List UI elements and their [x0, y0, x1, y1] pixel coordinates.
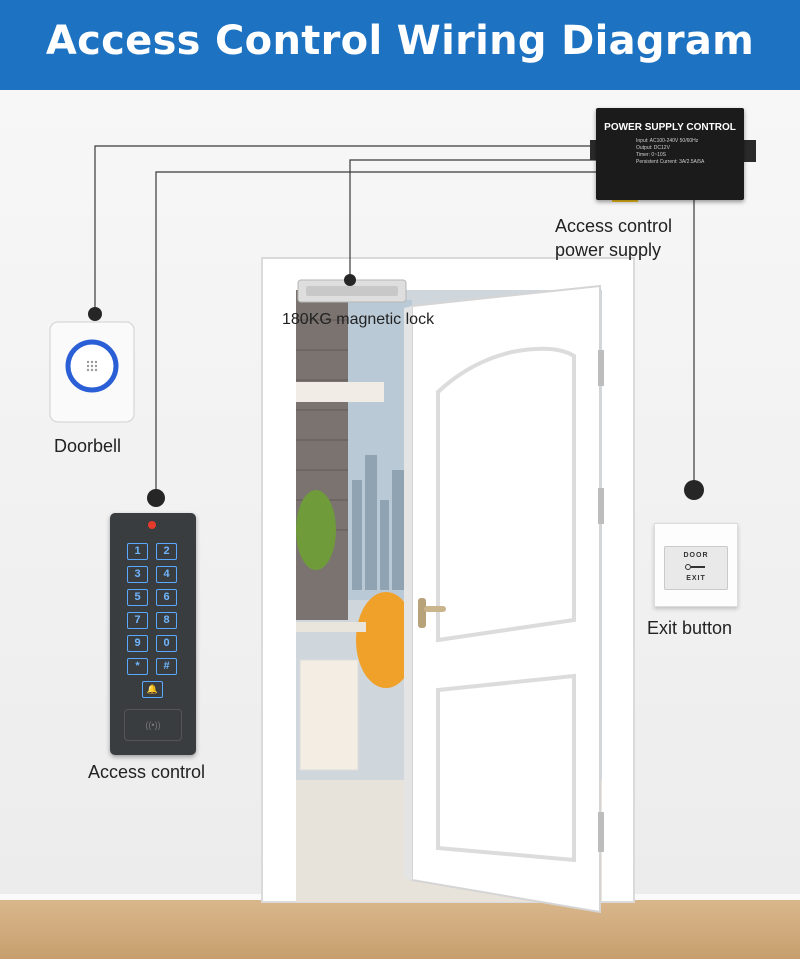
door-handle	[418, 598, 446, 628]
label-doorbell: Doorbell	[54, 436, 122, 456]
wire-to-doorbell	[94, 145, 600, 308]
rfid-reader-icon: ((•))	[124, 709, 182, 741]
exit-word-exit: EXIT	[686, 575, 706, 582]
key-icon	[685, 564, 707, 570]
open-door-panel	[411, 284, 601, 914]
label-exit-button: Exit button	[647, 618, 733, 638]
door-edge	[404, 306, 412, 880]
psu-title: POWER SUPPLY CONTROL	[604, 122, 736, 133]
city-buildings	[352, 455, 404, 590]
key-3[interactable]: 3	[127, 566, 148, 583]
door-hinges	[598, 350, 604, 852]
power-supply-unit: POWER SUPPLY CONTROL Input: AC100-240V 5…	[596, 108, 744, 200]
key-star[interactable]: *	[127, 658, 148, 675]
doorbell-device	[49, 321, 135, 423]
key-2[interactable]: 2	[156, 543, 177, 560]
label-power-supply: Access control power supply	[555, 214, 672, 262]
orange-chair	[356, 592, 416, 688]
label-power-supply-line1: Access control	[555, 216, 673, 236]
wires	[94, 145, 695, 490]
exit-button-plate: DOOR EXIT	[654, 523, 738, 607]
psu-spec-timer: Timer: 0~10S	[636, 152, 666, 158]
exit-push-button[interactable]: DOOR EXIT	[664, 546, 728, 590]
psu-spec-current: Persistent Current: 3A/2.5A/5A	[636, 159, 705, 165]
wire-to-keypad	[155, 171, 600, 490]
wire-terminals	[88, 274, 704, 507]
header-bar: Access Control Wiring Diagram	[0, 0, 800, 90]
magnetic-lock-plate	[306, 286, 398, 296]
key-0[interactable]: 0	[156, 635, 177, 652]
key-8[interactable]: 8	[156, 612, 177, 629]
interior-cabinet	[299, 659, 359, 771]
key-4[interactable]: 4	[156, 566, 177, 583]
key-5[interactable]: 5	[127, 589, 148, 606]
key-1[interactable]: 1	[127, 543, 148, 560]
exit-word-door: DOOR	[683, 552, 709, 559]
label-power-supply-line2: power supply	[555, 240, 662, 260]
key-7[interactable]: 7	[127, 612, 148, 629]
wire-to-lock	[349, 159, 600, 274]
label-magnetic-lock: 180KG magnetic lock	[282, 311, 435, 328]
label-access-control: Access control	[88, 762, 206, 782]
key-6[interactable]: 6	[156, 589, 177, 606]
interior-shelf	[296, 382, 384, 402]
interior-brick-wall	[296, 290, 348, 620]
access-control-keypad: 1 2 3 4 5 6 7 8 9 0 * # 🔔 ((•))	[110, 513, 196, 755]
wooden-floor	[0, 900, 800, 959]
bell-key-icon[interactable]: 🔔	[142, 681, 163, 698]
key-9[interactable]: 9	[127, 635, 148, 652]
psu-spec-input: Input: AC100-240V 50/60Hz	[636, 138, 699, 144]
door-upper-panel	[436, 346, 576, 643]
interior-desk	[296, 622, 366, 632]
key-hash[interactable]: #	[156, 658, 177, 675]
interior-plant	[296, 490, 336, 570]
door-lower-panel	[436, 673, 576, 863]
psu-spec-output: Output: DC12V	[636, 145, 670, 151]
page-title: Access Control Wiring Diagram	[45, 18, 755, 64]
status-led	[148, 521, 156, 529]
